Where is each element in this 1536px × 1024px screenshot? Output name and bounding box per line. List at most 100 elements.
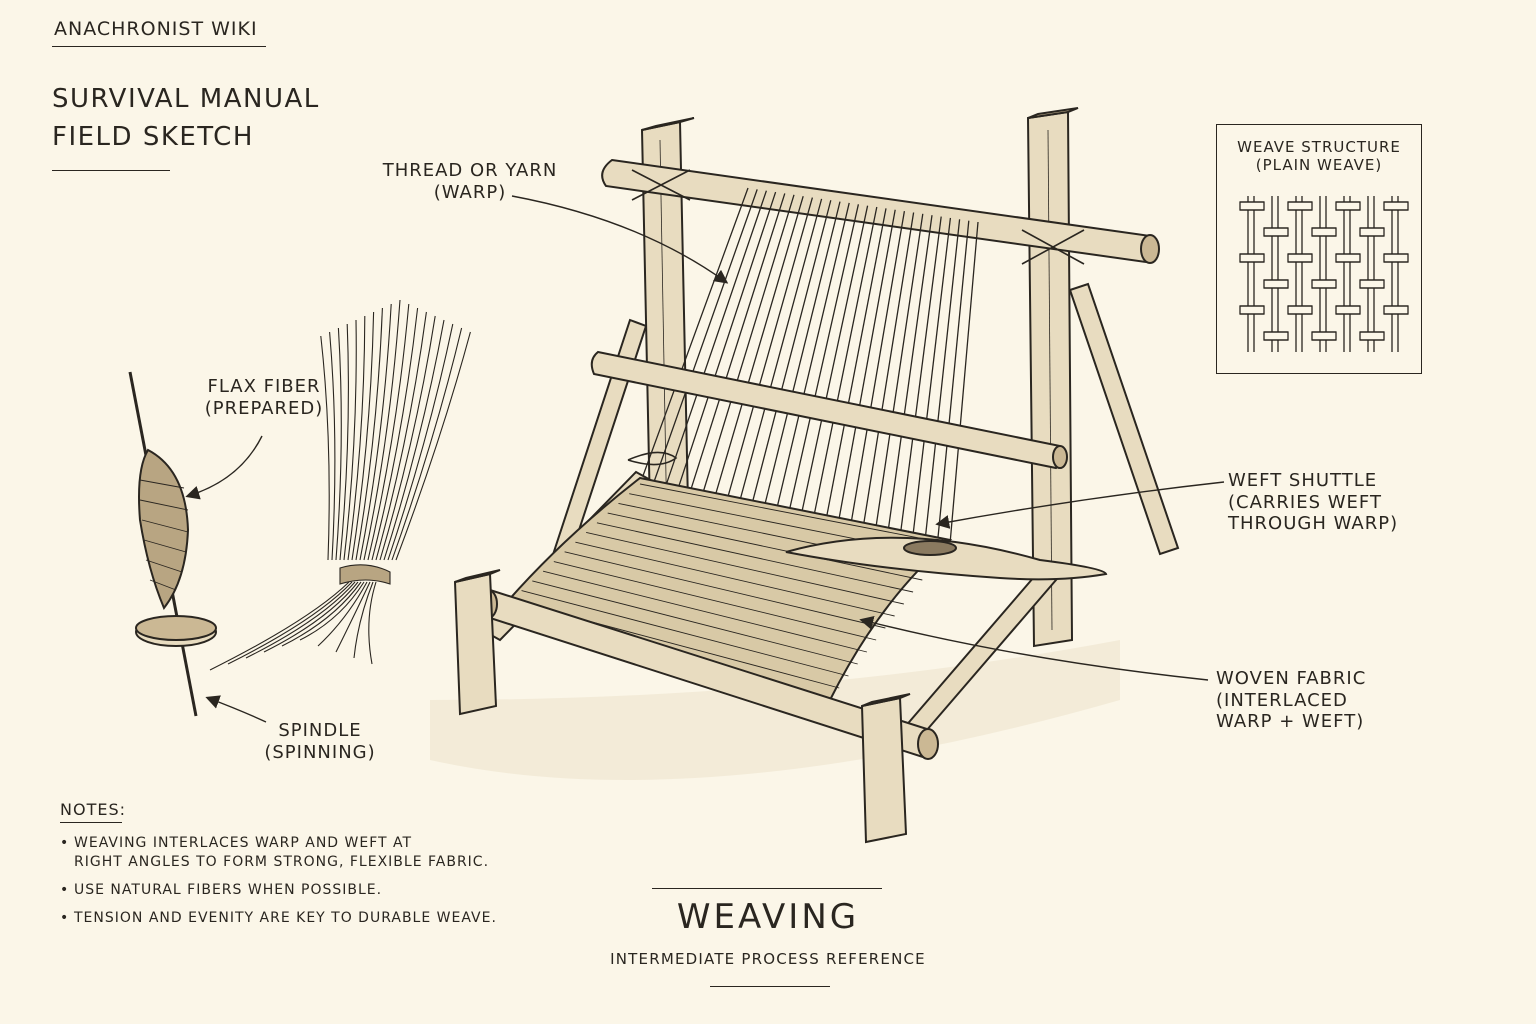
flax-label: FLAX FIBER (PREPARED) <box>196 376 332 419</box>
warp-thread <box>812 206 878 518</box>
weft-row <box>639 483 951 545</box>
leader-lines <box>185 195 1225 723</box>
note-3-line1: TENSION AND EVENITY ARE KEY TO DURABLE W… <box>74 909 497 926</box>
spindle-leader <box>205 695 267 723</box>
warp-thread <box>837 209 896 523</box>
flax-strand <box>335 327 342 561</box>
flax-strand <box>379 315 436 561</box>
weft-row <box>596 522 914 593</box>
flax-label-line1: FLAX FIBER <box>207 376 321 397</box>
warp-thread <box>788 204 860 513</box>
shuttle-leader <box>935 481 1225 529</box>
flax-strand <box>339 323 349 561</box>
warp-thread <box>887 215 933 533</box>
flax-strand <box>363 299 401 561</box>
flax-strand <box>329 331 336 561</box>
flax-strand <box>383 319 445 561</box>
note-item: WEAVING INTERLACES WARP AND WEFT AT RIGH… <box>60 834 497 872</box>
note-1-line2: RIGHT ANGLES TO FORM STRONG, FLEXIBLE FA… <box>74 853 490 870</box>
fabric-leader <box>859 615 1209 681</box>
flax-strand <box>387 323 454 561</box>
warp-leader <box>511 195 729 284</box>
weave-structure-inset <box>1216 124 1422 374</box>
flax-strand <box>351 311 375 561</box>
manual-title-line1: SURVIVAL MANUAL <box>52 84 320 114</box>
weft-row <box>553 561 877 641</box>
note-item: TENSION AND EVENITY ARE KEY TO DURABLE W… <box>60 909 497 928</box>
site-name-underline <box>52 46 266 47</box>
shuttle-label-line1: WEFT SHUTTLE <box>1228 470 1378 491</box>
flax-strand <box>355 307 383 561</box>
flax-strand <box>371 307 419 561</box>
weft-shuttle <box>785 536 1108 581</box>
shuttle-label: WEFT SHUTTLE (CARRIES WEFT THROUGH WARP) <box>1228 470 1408 535</box>
loom-top-beam <box>601 158 1160 264</box>
heddle-rod <box>590 350 1068 470</box>
weft-row <box>575 541 895 617</box>
warp-thread <box>701 194 795 497</box>
inset-title-line2: (PLAIN WEAVE) <box>1255 156 1383 174</box>
flax-strand <box>320 335 330 561</box>
flax-strand <box>367 303 410 561</box>
inset-title-line1: WEAVE STRUCTURE <box>1237 138 1401 156</box>
flax-strand <box>317 581 368 647</box>
flax-strand <box>375 311 427 561</box>
warp-thread <box>949 221 979 545</box>
warp-threads <box>639 187 979 545</box>
warp-thread <box>639 187 749 485</box>
weft-row <box>586 532 904 605</box>
rope-lashings <box>627 169 1085 466</box>
warp-thread <box>924 219 961 540</box>
flax-strand <box>245 581 356 659</box>
flax-strand <box>347 315 366 561</box>
flax-strand <box>227 581 353 665</box>
flax-bundle <box>209 299 471 671</box>
warp-label-line2: (WARP) <box>433 181 507 203</box>
shuttle-label-line3: THROUGH WARP) <box>1228 513 1399 535</box>
title-underline <box>52 170 170 171</box>
warp-thread <box>750 200 832 506</box>
flax-strand <box>343 319 357 561</box>
flax-leader <box>185 435 263 500</box>
warp-thread <box>912 217 952 537</box>
manual-title-line2: FIELD SKETCH <box>52 122 254 152</box>
woven-fabric <box>498 476 953 702</box>
weft-row <box>521 590 849 677</box>
flax-strand <box>395 331 471 561</box>
warp-thread <box>763 201 841 509</box>
weft-row <box>542 570 868 653</box>
warp-thread <box>713 195 804 499</box>
warp-thread <box>862 212 915 528</box>
fabric-label-line3: WARP + WEFT) <box>1216 711 1365 733</box>
weft-row <box>607 512 923 581</box>
warp-thread <box>738 198 823 504</box>
fabric-label-line2: (INTERLACED <box>1216 689 1348 711</box>
shuttle-label-line2: (CARRIES WEFT <box>1228 491 1382 513</box>
notes-heading: NOTES: <box>60 800 126 819</box>
warp-thread <box>726 197 814 501</box>
note-1-line1: WEAVING INTERLACES WARP AND WEFT AT <box>74 835 413 851</box>
subtitle: INTERMEDIATE PROCESS REFERENCE <box>610 950 926 968</box>
footer-bottom-rule <box>710 986 830 987</box>
flax-binding <box>339 564 391 585</box>
warp-thread <box>775 202 850 511</box>
footer-top-rule <box>652 888 882 889</box>
flax-strand <box>299 581 365 641</box>
warp-thread <box>874 213 924 530</box>
warp-label: THREAD OR YARN (WARP) <box>380 160 560 203</box>
loom-right-support <box>1068 282 1180 556</box>
flax-strand <box>263 581 359 653</box>
note-2-line1: USE NATURAL FIBERS WHEN POSSIBLE. <box>74 881 383 898</box>
flax-label-line2: (PREPARED) <box>204 397 324 419</box>
spindle <box>128 371 217 717</box>
warp-thread <box>899 216 942 535</box>
warp-thread <box>936 220 970 542</box>
site-name: ANACHRONIST WIKI <box>54 18 258 40</box>
warp-thread <box>825 208 887 521</box>
warp-thread <box>800 205 869 516</box>
main-title: WEAVING <box>676 897 860 937</box>
flax-strand <box>335 581 371 653</box>
fabric-label-line1: WOVEN FABRIC <box>1216 668 1367 689</box>
warp-thread <box>688 193 786 494</box>
